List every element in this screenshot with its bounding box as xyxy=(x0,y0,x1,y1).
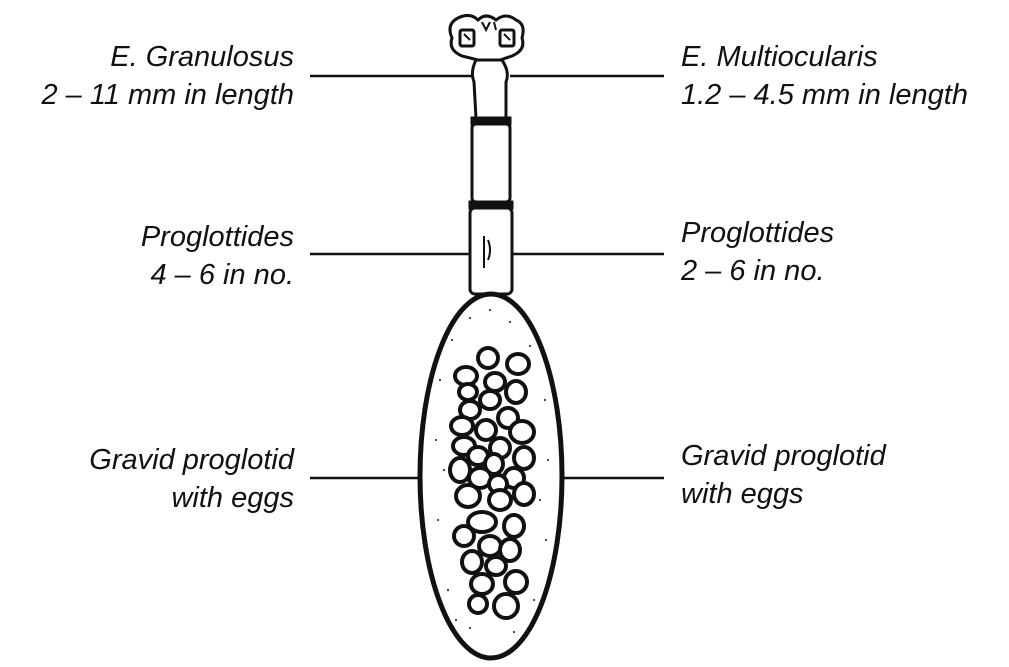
label-left-gravid-detail: with eggs xyxy=(171,482,294,514)
label-right-proglottides-count: 2 – 6 in no. xyxy=(681,255,825,287)
label-left-gravid: Gravid proglotid with eggs xyxy=(89,441,294,517)
scolex-illustration xyxy=(448,13,525,120)
label-left-species: E. Granulosus 2 – 11 mm in length xyxy=(41,38,294,114)
label-right-gravid-title: Gravid proglotid xyxy=(681,440,886,472)
label-left-proglottides-count: 4 – 6 in no. xyxy=(150,259,295,291)
label-right-species-length: 1.2 – 4.5 mm in length xyxy=(681,79,968,111)
label-right-species: E. Multiocularis 1.2 – 4.5 mm in length xyxy=(681,38,968,114)
label-right-proglottides-title: Proglottides xyxy=(681,217,835,249)
label-right-species-name: E. Multiocularis xyxy=(681,41,878,73)
label-right-gravid-detail: with eggs xyxy=(681,478,804,510)
label-left-proglottides: Proglottides 4 – 6 in no. xyxy=(141,218,294,294)
label-right-gravid: Gravid proglotid with eggs xyxy=(681,437,886,513)
label-left-species-length: 2 – 11 mm in length xyxy=(41,79,294,111)
proglottid-segments xyxy=(468,116,514,296)
label-left-species-name: E. Granulosus xyxy=(110,41,294,73)
label-right-proglottides: Proglottides 2 – 6 in no. xyxy=(681,214,834,290)
label-left-gravid-title: Gravid proglotid xyxy=(89,444,294,476)
label-left-proglottides-title: Proglottides xyxy=(140,221,294,253)
leader-lines xyxy=(310,74,664,480)
gravid-proglottid xyxy=(417,291,565,661)
